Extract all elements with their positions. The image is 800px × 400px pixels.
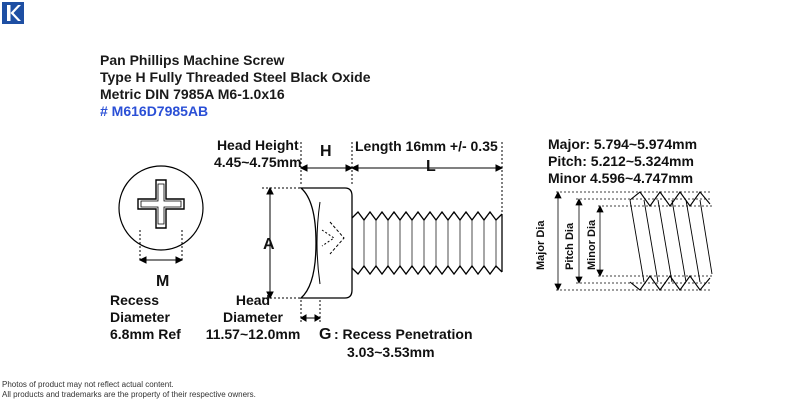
head-top-view-circle bbox=[118, 165, 204, 251]
title-line-2: Type H Fully Threaded Steel Black Oxide bbox=[100, 69, 371, 85]
l-dimension-letter: L bbox=[426, 158, 436, 175]
major-dia-label: Major Dia bbox=[535, 220, 547, 270]
head-diameter-label-2: Diameter bbox=[223, 309, 283, 325]
footer-disclaimer: Photos of product may not reflect actual… bbox=[2, 380, 256, 400]
title-line-3: Metric DIN 7985A M6-1.0x16 bbox=[100, 86, 285, 102]
a-dimension-letter: A bbox=[263, 236, 275, 253]
head-height-label: Head Height bbox=[216, 137, 299, 153]
minor-spec: Minor 4.596~4.747mm bbox=[548, 170, 694, 186]
pitch-spec: Pitch: 5.212~5.324mm bbox=[548, 153, 694, 169]
recess-diameter-callout: Recess Diameter 6.8mm Ref bbox=[110, 292, 181, 343]
thread-detail bbox=[629, 191, 713, 291]
title-line-1: Pan Phillips Machine Screw bbox=[100, 52, 285, 68]
recess-penetration-value: 3.03~3.53mm bbox=[347, 344, 435, 360]
head-diameter-callout: Head Diameter 11.57~12.0mm bbox=[204, 292, 302, 343]
recess-value: 6.8mm Ref bbox=[110, 326, 181, 342]
k-logo-icon[interactable] bbox=[2, 2, 24, 24]
head-height-value: 4.45~4.75mm bbox=[214, 154, 302, 170]
product-title: Pan Phillips Machine Screw Type H Fully … bbox=[100, 52, 371, 120]
g-dimension-letter: G bbox=[319, 326, 332, 343]
part-number[interactable]: # M616D7985AB bbox=[100, 103, 209, 119]
head-diameter-value: 11.57~12.0mm bbox=[205, 326, 301, 342]
screw-side-view bbox=[299, 187, 503, 299]
recess-label-1: Recess bbox=[110, 292, 160, 308]
k-logo-glyph bbox=[2, 2, 24, 24]
head-diameter-label-1: Head bbox=[235, 292, 271, 308]
head-height-callout: Head Height 4.45~4.75mm bbox=[214, 137, 302, 171]
pitch-dia-label: Pitch Dia bbox=[564, 222, 576, 270]
major-spec: Major: 5.794~5.974mm bbox=[548, 136, 698, 152]
footer-line-2: All products and trademarks are the prop… bbox=[2, 390, 256, 399]
length-label: Length 16mm +/- 0.35 bbox=[355, 138, 498, 154]
recess-label-2: Diameter bbox=[110, 309, 170, 325]
h-dimension-letter: H bbox=[320, 143, 332, 160]
thread-specs: Major: 5.794~5.974mm Pitch: 5.212~5.324m… bbox=[548, 136, 697, 187]
minor-dia-label: Minor Dia bbox=[586, 219, 598, 270]
footer-line-1: Photos of product may not reflect actual… bbox=[2, 380, 174, 389]
recess-penetration-label: : Recess Penetration bbox=[334, 326, 473, 342]
phillips-recess-icon bbox=[137, 179, 185, 229]
m-dimension-letter: M bbox=[156, 273, 170, 290]
